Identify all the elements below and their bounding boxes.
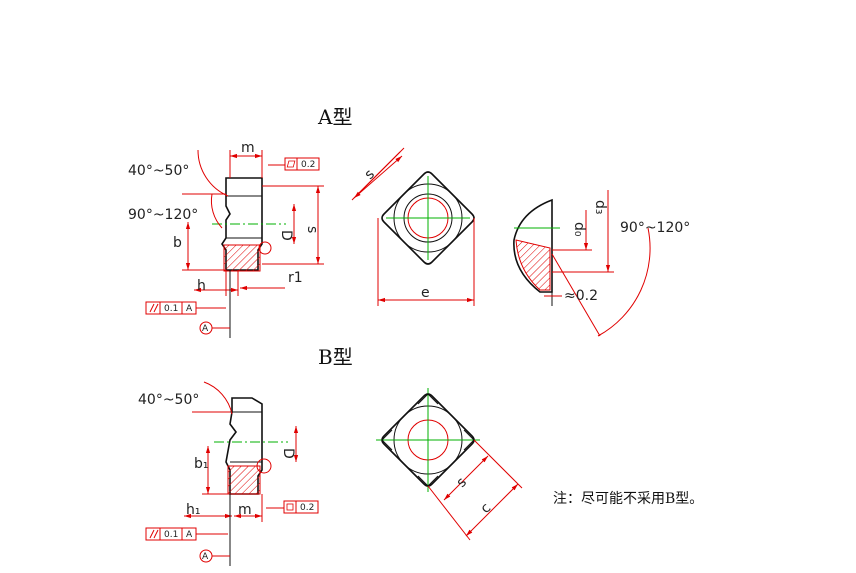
type-b-corner-left	[381, 429, 393, 451]
type-b-flatness-symbol-box	[283, 500, 297, 514]
type-b-parallel-symbol-box	[145, 527, 161, 541]
type-a-chamfer-arc	[197, 149, 229, 197]
type-b-dim-h1: h₁	[186, 502, 201, 518]
type-a-dim-h: h	[197, 278, 206, 294]
type-a-dim-b: b	[173, 235, 182, 251]
type-a-title: A型	[317, 105, 352, 129]
type-b-flatness-value: 0.2	[300, 503, 314, 513]
type-b-dim-m: m	[238, 502, 252, 518]
type-b-radius-circle	[256, 458, 272, 474]
type-a-sec-offset: ≈0.2	[564, 288, 598, 304]
type-a-flatness-symbol-box	[284, 157, 298, 171]
type-b-parallel-value: 0.1	[164, 530, 178, 540]
type-b-hatched-pilot	[227, 465, 261, 495]
type-a-parallel-value: 0.1	[164, 304, 178, 314]
type-a-radius-circle	[258, 241, 272, 255]
type-b-parallel-datum: A	[186, 530, 193, 540]
type-a-parallel-datum-box	[181, 301, 197, 315]
type-a-top-dim-s: s	[362, 166, 378, 182]
type-b-datum-label: A	[202, 552, 209, 562]
type-a-dim-r: r1	[288, 270, 303, 286]
type-b-title: B型	[318, 345, 353, 369]
type-a-dim-s: s	[304, 226, 320, 233]
type-b-corner-top	[417, 393, 439, 405]
type-a-parallel-datum: A	[186, 304, 193, 314]
type-b-dim-b1: b₁	[194, 456, 209, 472]
parallel-icon-line-2	[153, 303, 159, 313]
type-a-flatness-value: 0.2	[301, 160, 315, 170]
flatness-icon	[286, 160, 296, 168]
type-a-sec-d3: d₃	[592, 200, 608, 215]
type-a-chamfer-angle: 40°~50°	[128, 163, 189, 179]
type-b-chamfer-arc	[203, 381, 233, 415]
type-b-parallel-datum-box	[181, 527, 197, 541]
type-a-datum-label: A	[202, 324, 209, 334]
type-a-cone-angle: 90°~120°	[128, 207, 198, 223]
type-a-flatness-value-box	[296, 157, 320, 171]
type-a-sec-angle-leader	[551, 253, 601, 337]
type-a-top-view: s e	[351, 147, 475, 306]
type-b-top-view: s c	[376, 388, 523, 541]
type-b-dim-D: D	[280, 448, 296, 459]
parallel-icon-line-2	[153, 529, 159, 539]
type-a-parallel-symbol-box	[145, 301, 161, 315]
type-b-top-ext-right	[473, 439, 523, 489]
type-a-section-hatch	[515, 239, 551, 291]
type-a-top-s-dim-line	[353, 155, 403, 199]
type-a-cone-arc	[210, 193, 223, 229]
type-a-sec-d0: d₀	[571, 222, 587, 237]
type-b-datum-circle	[199, 549, 213, 563]
type-a-section-outline	[513, 198, 553, 293]
parallel-icon	[149, 529, 155, 539]
type-b-side-view: 40°~50° D b₁ h₁ m 0.2 0.1 A	[138, 381, 319, 566]
type-b-chamfer-angle: 40°~50°	[138, 392, 199, 408]
type-a-hatched-pilot	[223, 244, 261, 272]
type-a-top-dim-e: e	[421, 285, 430, 301]
type-a-datum-circle	[199, 321, 213, 335]
type-a-sec-angle: 90°~120°	[620, 220, 690, 236]
flatness-icon	[286, 503, 294, 511]
type-b-flatness-value-box	[295, 500, 319, 514]
type-a-section-view: d₀ d₃ 90°~120° ≈0.2	[513, 190, 690, 337]
parallel-icon	[149, 303, 155, 313]
type-b-top-ext-bottom	[427, 485, 471, 541]
type-b-top-dim-c: c	[478, 500, 495, 517]
type-a-dim-D: D	[278, 230, 294, 241]
note-text: 注：尽可能不采用B型。	[553, 491, 703, 507]
type-a-dim-m: m	[241, 140, 255, 156]
type-a-square-outline	[381, 171, 475, 265]
type-b-top-s-dim-line	[443, 455, 489, 501]
type-a-side-view: 40°~50° 90°~120° m 0.2 s D b h	[128, 140, 324, 338]
type-b-top-c-dim-line	[465, 483, 519, 537]
type-b-square-outline	[381, 393, 475, 487]
type-a-sec-angle-arc	[597, 227, 651, 337]
